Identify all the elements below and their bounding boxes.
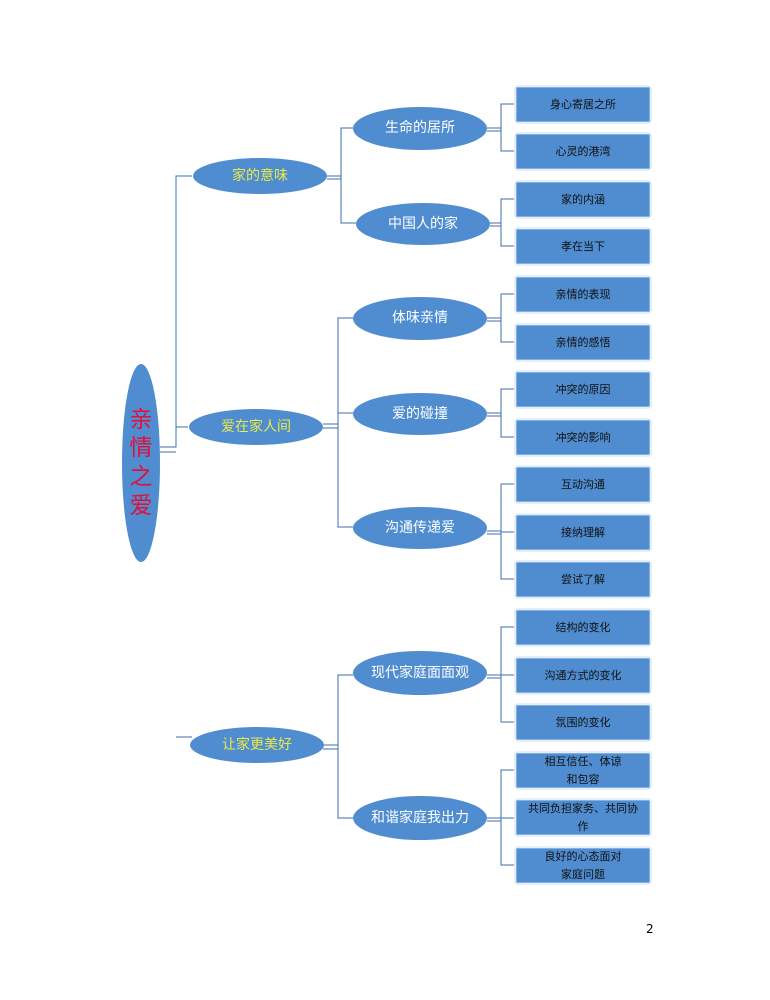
leaf-label: 尝试了解 [561,572,605,586]
leaf-label: 良好的心态面对家庭问题 [544,850,622,881]
node-family-meaning: 家的意味 [193,158,327,194]
leaf-label: 冲突的影响 [555,430,611,444]
node-better-home: 让家更美好 [190,727,324,763]
leaf-box: 结构的变化 [516,610,650,645]
node-life-dwelling: 生命的居所 [353,107,487,150]
node-label: 沟通传递爱 [385,519,455,536]
leaf-box: 相互信任、体谅和包容 [516,753,650,788]
node-modern-family: 现代家庭面面观 [353,651,487,695]
leaf-label: 心灵的港湾 [555,144,611,158]
node-label: 让家更美好 [222,736,292,753]
leaf-box: 互动沟通 [516,467,650,502]
leaf-box: 共同负担家务、共同协作 [516,800,650,835]
node-chinese-home: 中国人的家 [356,203,490,245]
leaf-box: 氛围的变化 [516,705,650,740]
leaf-label: 亲情的表现 [555,287,611,301]
node-label: 生命的居所 [385,120,455,137]
node-label: 爱的碰撞 [392,405,448,422]
node-love-collision: 爱的碰撞 [353,393,487,435]
leaf-box: 亲情的表现 [516,277,650,312]
leaf-box: 尝试了解 [516,562,650,597]
node-harmonious-family: 和谐家庭我出力 [353,796,487,840]
leaf-label: 家的内涵 [561,192,605,206]
leaf-label: 氛围的变化 [555,715,611,729]
node-label: 爱在家人间 [221,418,291,435]
leaf-label: 共同负担家务、共同协作 [528,802,638,833]
root-label: 亲情之爱 [129,406,153,519]
leaf-box: 接纳理解 [516,515,650,550]
node-love-among-family: 爱在家人间 [189,409,323,445]
leaf-label: 孝在当下 [561,239,605,253]
leaf-box: 身心寄居之所 [516,87,650,122]
leaf-box: 冲突的原因 [516,372,650,407]
leaf-box: 孝在当下 [516,229,650,264]
leaf-box: 亲情的感悟 [516,325,650,360]
leaf-box: 良好的心态面对家庭问题 [516,848,650,883]
leaf-label: 接纳理解 [561,525,605,539]
node-label: 体味亲情 [392,310,448,327]
leaf-box: 家的内涵 [516,182,650,217]
leaf-label: 身心寄居之所 [550,97,616,111]
leaf-box: 心灵的港湾 [516,134,650,169]
root-node: 亲情之爱 [122,364,160,562]
leaf-box: 沟通方式的变化 [516,658,650,693]
leaf-label: 冲突的原因 [555,382,611,396]
leaf-label: 亲情的感悟 [555,335,611,349]
node-feel-affection: 体味亲情 [353,297,487,340]
leaf-label: 互动沟通 [561,477,605,491]
node-label: 中国人的家 [388,215,458,232]
node-label: 家的意味 [232,167,288,184]
node-communicate-love: 沟通传递爱 [353,507,487,549]
leaf-label: 沟通方式的变化 [544,668,622,682]
leaf-label: 结构的变化 [555,620,611,634]
page-number: 2 [646,922,654,936]
node-label: 现代家庭面面观 [371,664,469,681]
leaf-box: 冲突的影响 [516,420,650,455]
node-label: 和谐家庭我出力 [371,809,469,826]
leaf-label: 相互信任、体谅和包容 [544,755,622,786]
